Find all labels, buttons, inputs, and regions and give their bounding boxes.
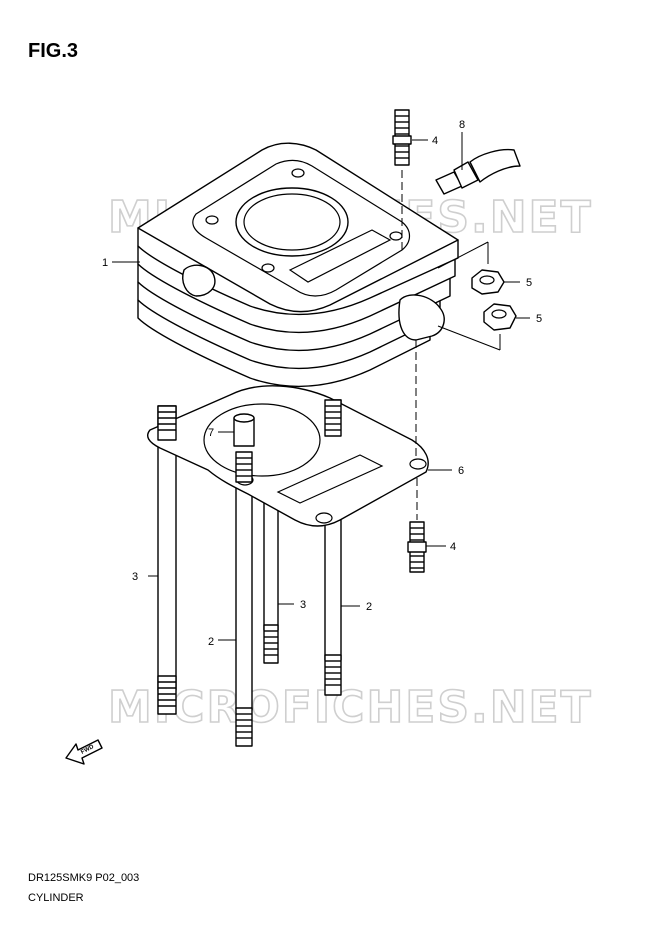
callout-5-upper: 5	[526, 277, 532, 289]
callout-5-lower: 5	[536, 313, 542, 325]
callout-4-upper: 4	[432, 135, 438, 147]
stud-short-upper	[392, 109, 412, 166]
dowel-pin	[233, 413, 255, 447]
callout-3-left: 3	[132, 571, 138, 583]
stud-long-front	[235, 451, 253, 747]
callout-6: 6	[458, 465, 464, 477]
watermark-bottom: MICROFICHES.NET	[108, 682, 593, 733]
nut-upper	[471, 269, 505, 295]
callout-4-lower: 4	[450, 541, 456, 553]
figure-title: FIG.3	[28, 40, 79, 62]
callout-2-right: 2	[366, 601, 372, 613]
stud-short-lower	[407, 521, 427, 573]
cylinder-block	[137, 142, 459, 388]
callout-8: 8	[459, 119, 465, 131]
callout-3-middle: 3	[300, 599, 306, 611]
nut-lower	[483, 303, 517, 331]
cylinder-base-gasket	[147, 385, 429, 527]
callout-2-front: 2	[208, 636, 214, 648]
temperature-sensor	[435, 148, 521, 195]
stud-short-top	[157, 399, 342, 483]
callout-7: 7	[208, 427, 214, 439]
callout-1: 1	[102, 257, 108, 269]
forward-arrow-icon: FWD	[65, 739, 103, 765]
diagram-code: DR125SMK9 P02_003	[28, 872, 140, 884]
leader-lines	[112, 132, 530, 641]
diagram-subtitle: CYLINDER	[28, 892, 84, 904]
